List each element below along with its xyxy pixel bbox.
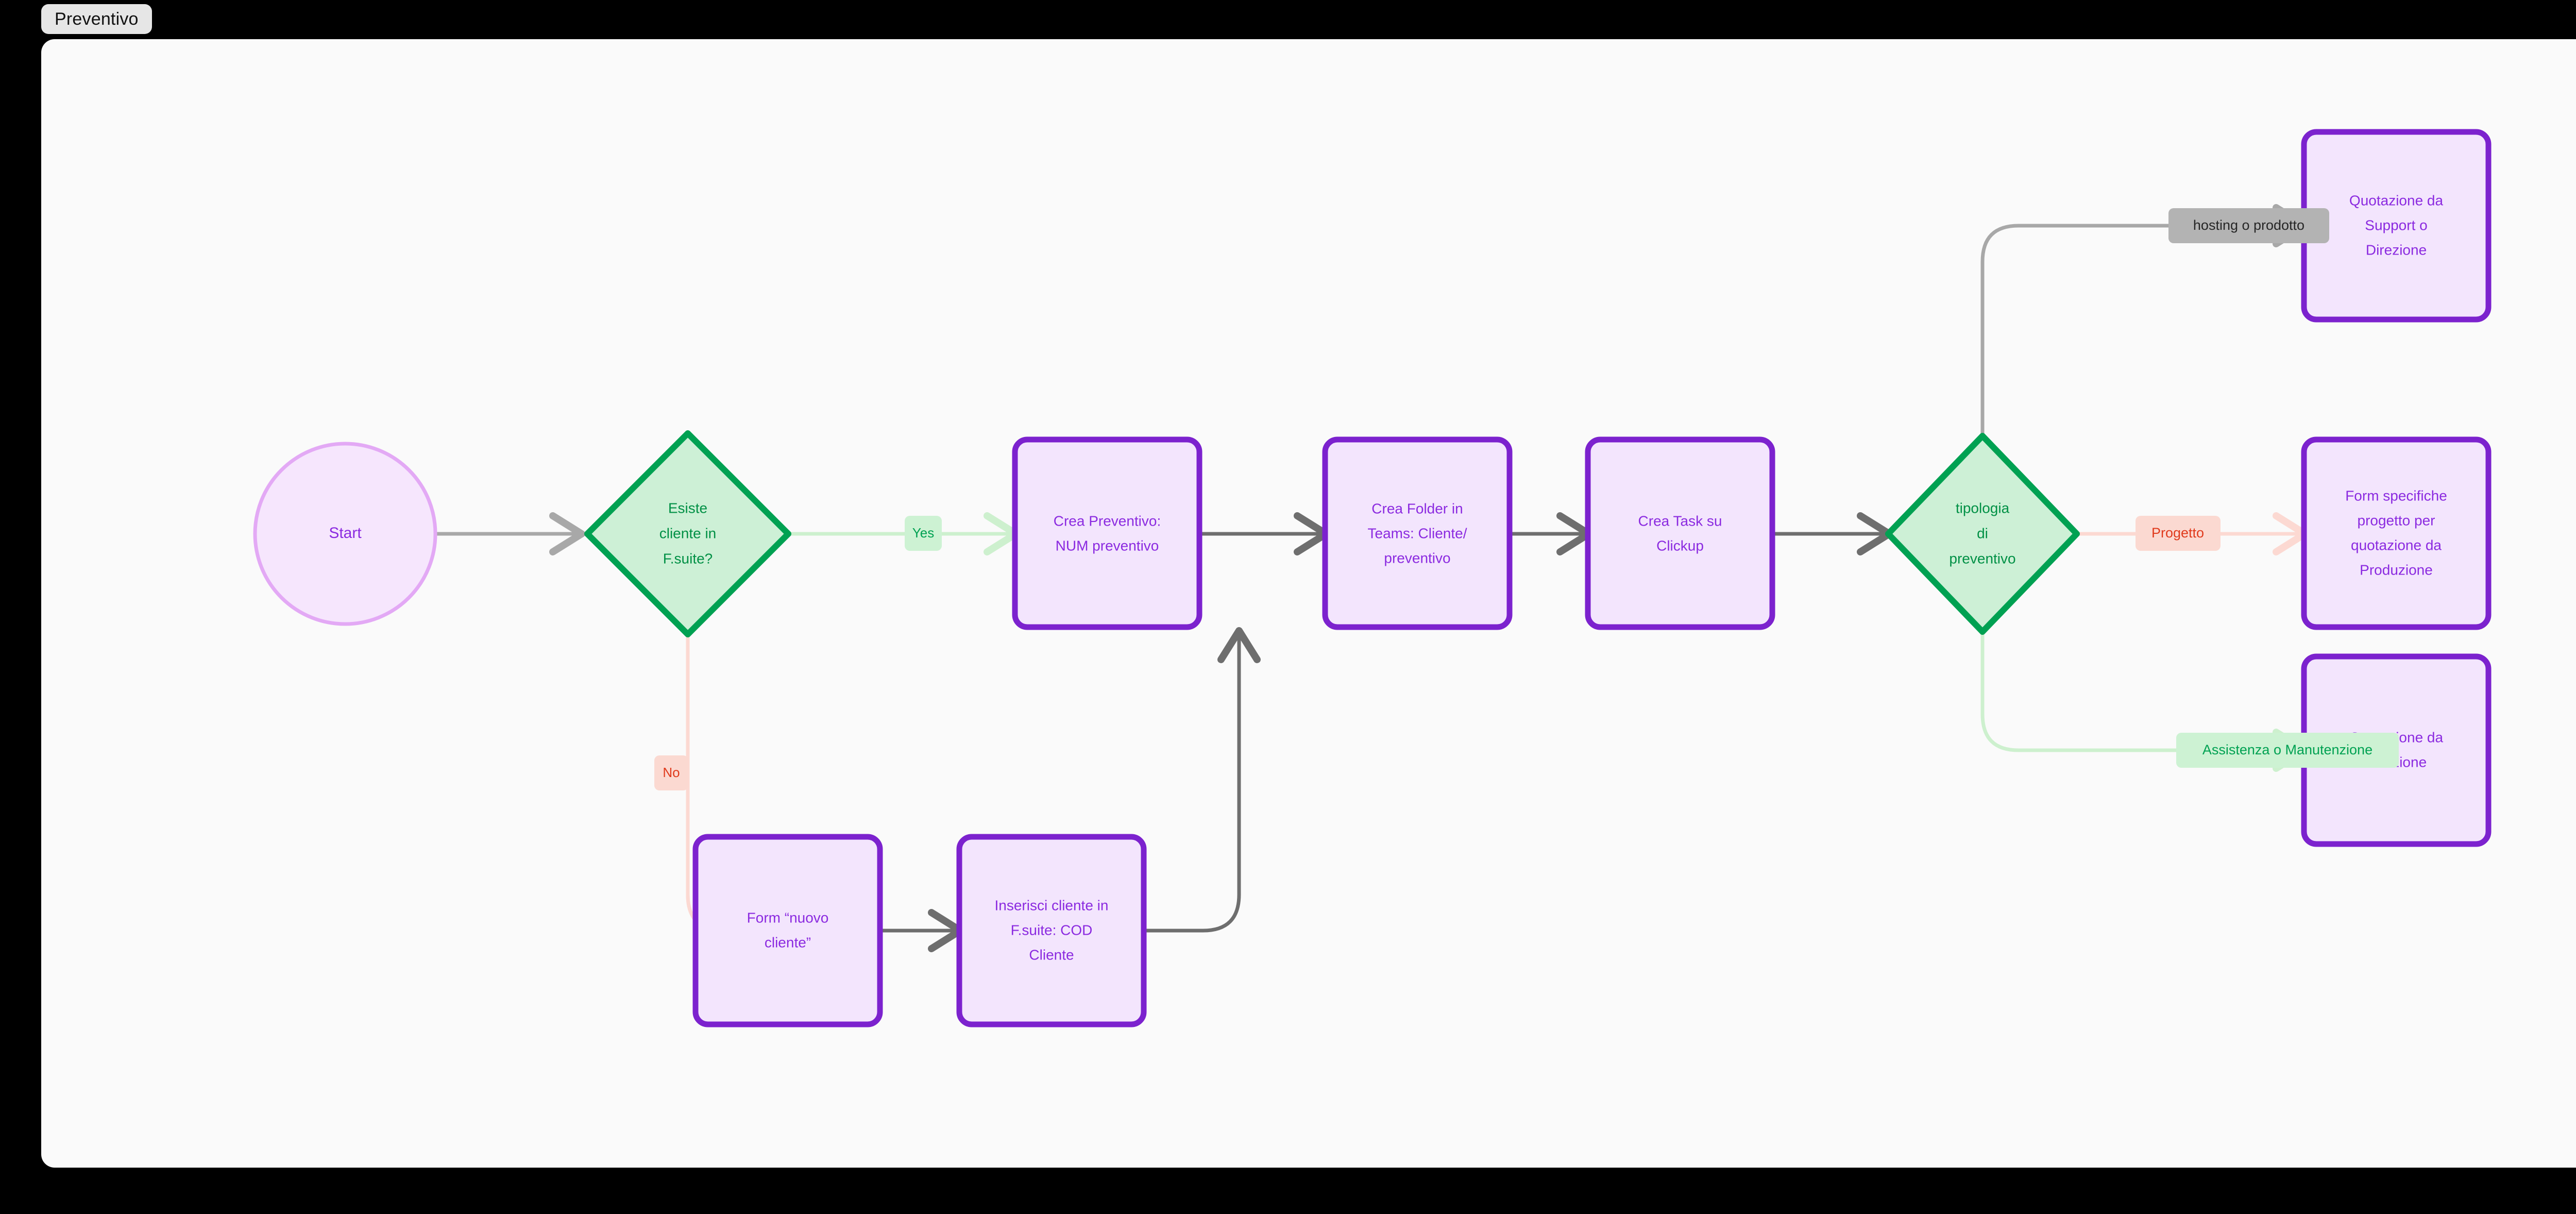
node-inserisci-cliente-line-1: Inserisci cliente in — [995, 897, 1109, 913]
node-crea-folder[interactable]: Crea Folder in Teams: Cliente/ preventiv… — [1322, 436, 1513, 630]
edge-label-hosting: hosting o prodotto — [2168, 208, 2329, 243]
node-esiste-line-2: cliente in — [659, 525, 717, 541]
node-start[interactable]: Start — [253, 442, 437, 626]
node-form-specifiche-line-3: quotazione da — [2351, 537, 2442, 553]
edge-label-progetto-text: Progetto — [2151, 525, 2204, 541]
edge-label-assistenza: Assistenza o Manutenzione — [2176, 733, 2399, 768]
node-quotazione-support-line-2: Support o — [2365, 217, 2427, 233]
edge-label-assistenza-text: Assistenza o Manutenzione — [2202, 742, 2372, 757]
node-quotazione-support-line-1: Quotazione da — [2349, 192, 2444, 208]
node-form-specifiche-line-4: Produzione — [2360, 562, 2433, 578]
edge-label-no-text: No — [663, 765, 680, 780]
node-crea-task-line-2: Clickup — [1656, 537, 1704, 553]
edge-label-progetto: Progetto — [2136, 516, 2221, 551]
node-crea-preventivo-line-1: Crea Preventivo: — [1054, 513, 1161, 529]
node-quotazione-support-line-3: Direzione — [2366, 242, 2427, 258]
node-esiste-line-3: F.suite? — [663, 550, 713, 566]
edge-inserisci-to-preventivo — [1144, 627, 1261, 933]
node-form-nuovo-cliente-line-1: Form “nuovo — [747, 909, 829, 925]
flowchart-canvas[interactable]: Start Esiste cliente in F.suite? Crea Pr… — [41, 39, 2576, 1168]
node-form-nuovo-cliente[interactable]: Form “nuovo cliente” — [692, 834, 883, 1027]
node-crea-preventivo-line-2: NUM preventivo — [1056, 537, 1159, 553]
node-esiste-line-1: Esiste — [668, 500, 707, 516]
node-crea-task-line-1: Crea Task su — [1638, 513, 1722, 529]
edge-tipologia-hosting — [1980, 204, 2309, 436]
node-tipologia-line-3: preventivo — [1949, 550, 2015, 566]
node-crea-folder-line-1: Crea Folder in — [1371, 500, 1463, 516]
node-crea-preventivo[interactable]: Crea Preventivo: NUM preventivo — [1012, 436, 1202, 630]
node-start-label: Start — [329, 525, 362, 542]
node-crea-task[interactable]: Crea Task su Clickup — [1585, 436, 1775, 630]
node-form-nuovo-cliente-line-2: cliente” — [765, 934, 811, 950]
edge-label-hosting-text: hosting o prodotto — [2193, 217, 2304, 233]
tab-label: Preventivo — [55, 9, 139, 29]
node-form-specifiche-line-2: progetto per — [2358, 512, 2435, 528]
tab-preventivo[interactable]: Preventivo — [41, 4, 152, 34]
edge-label-yes: Yes — [905, 516, 942, 551]
edge-tipologia-assistenza — [1980, 632, 2309, 772]
node-esiste-cliente[interactable]: Esiste cliente in F.suite? — [584, 430, 791, 637]
node-inserisci-cliente[interactable]: Inserisci cliente in F.suite: COD Client… — [956, 834, 1147, 1027]
node-crea-folder-line-2: Teams: Cliente/ — [1368, 525, 1467, 541]
flowchart-svg: Start Esiste cliente in F.suite? Crea Pr… — [253, 129, 2492, 1027]
node-tipologia-line-1: tipologia — [1956, 500, 2010, 516]
node-tipologia-line-2: di — [1977, 525, 1988, 541]
node-tipologia[interactable]: tipologia di preventivo — [1885, 433, 2080, 635]
node-inserisci-cliente-line-3: Cliente — [1029, 947, 1074, 963]
edge-label-yes-text: Yes — [912, 525, 934, 541]
node-inserisci-cliente-line-2: F.suite: COD — [1011, 922, 1093, 938]
node-quotazione-support[interactable]: Quotazione da Support o Direzione — [2301, 129, 2492, 323]
node-form-specifiche[interactable]: Form specifiche progetto per quotazione … — [2301, 436, 2492, 630]
node-crea-folder-line-3: preventivo — [1384, 550, 1450, 566]
node-form-specifiche-line-1: Form specifiche — [2345, 487, 2447, 503]
edge-label-no: No — [654, 755, 688, 790]
